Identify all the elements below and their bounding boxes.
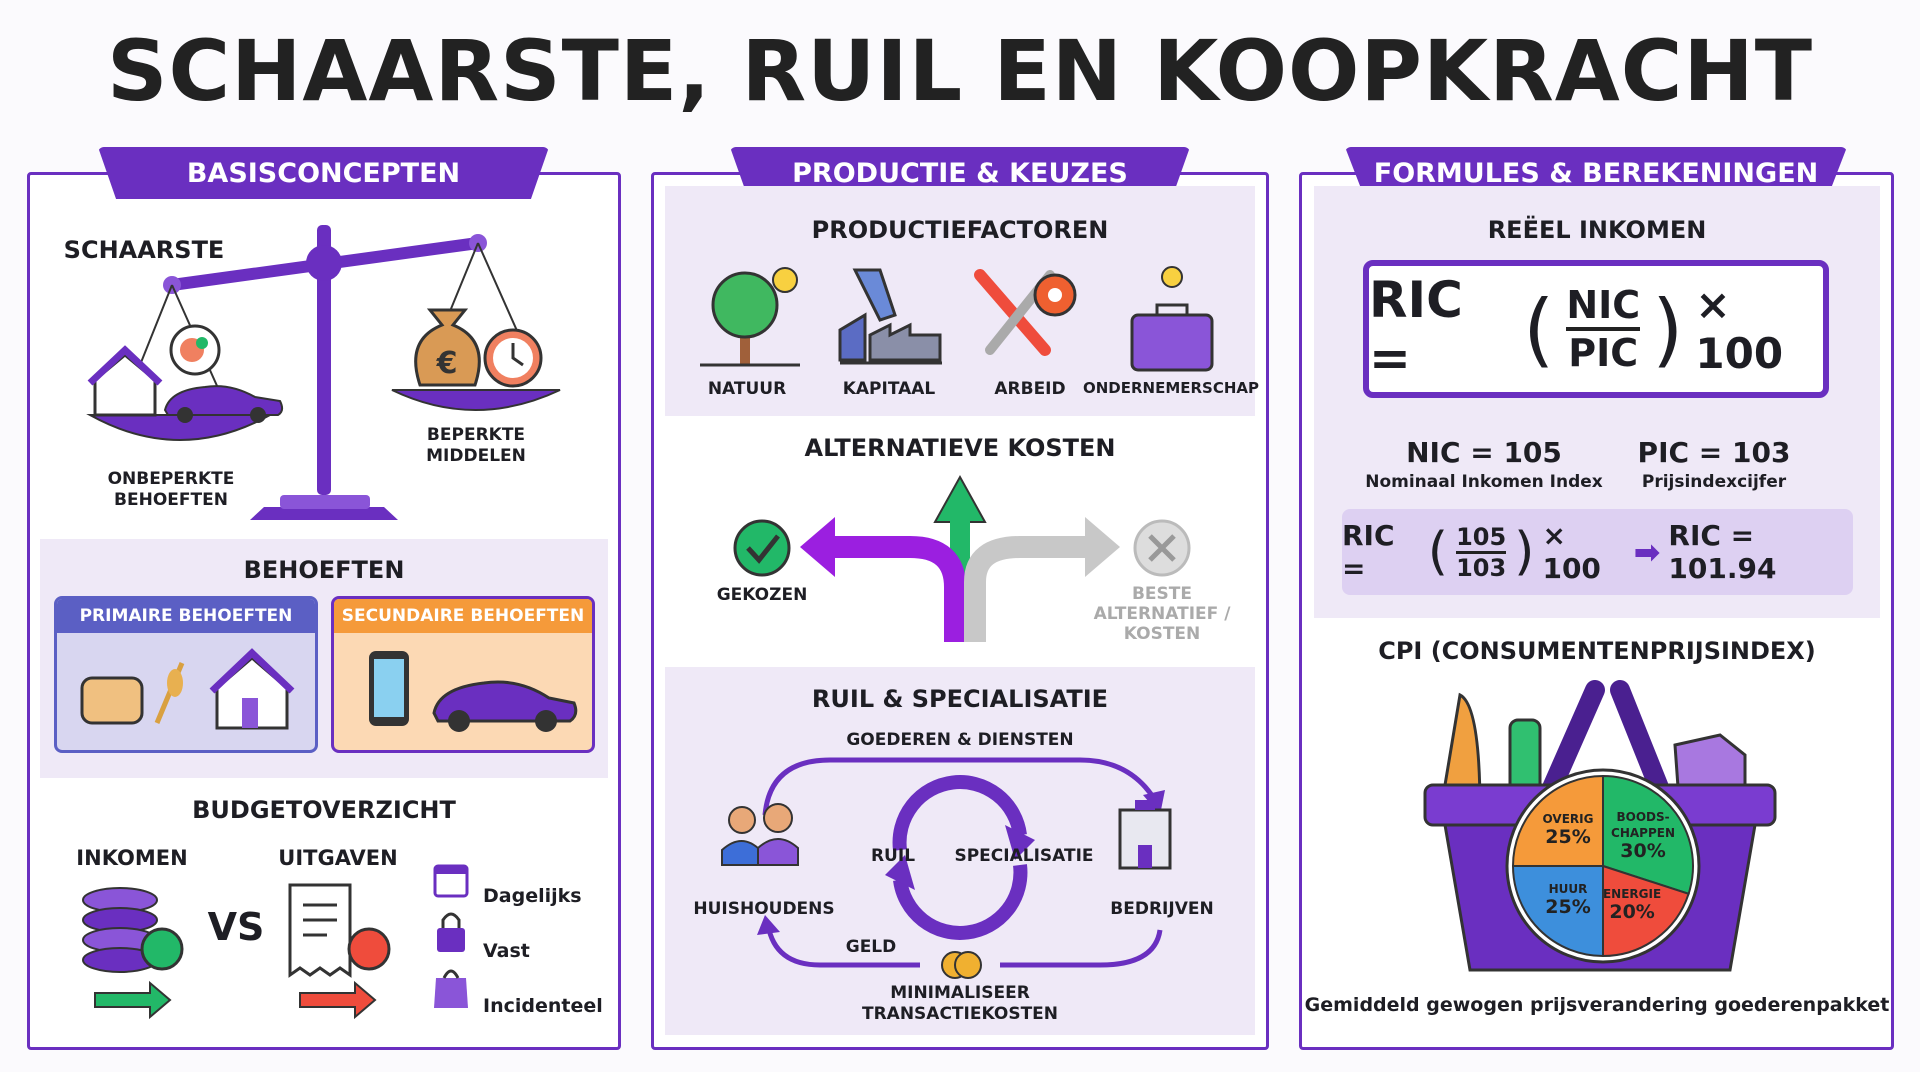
companies-label: BEDRIJVEN: [1110, 899, 1214, 919]
calc-result: RIC = 101.94: [1668, 519, 1777, 585]
pie-slice: [1602, 864, 1690, 958]
pie-slice: [1511, 774, 1604, 867]
briefcase-lightbulb-icon: [1130, 266, 1214, 372]
legend-incidental: Incidenteel: [483, 995, 603, 1017]
pie-slice: [1511, 865, 1604, 958]
red-arrow-icon: [299, 980, 377, 1020]
secondary-needs-card: SECUNDAIRE BEHOEFTEN: [331, 596, 595, 753]
ruil-label: RUIL: [870, 846, 916, 866]
behoeften-title: BEHOEFTEN: [243, 556, 405, 584]
productiefactoren-title: PRODUCTIEFACTOREN: [811, 216, 1109, 244]
lock-icon: [437, 912, 465, 952]
ruil-title: RUIL & SPECIALISATIE: [811, 685, 1109, 713]
pic-description: Prijsindexcijfer: [1641, 472, 1787, 492]
receipt-icon: [288, 883, 391, 978]
reeel-inkomen-title: REËEL INKOMEN: [1487, 216, 1707, 244]
formula-multiplier: × 100: [1695, 280, 1784, 378]
cross-icon: [1133, 519, 1191, 577]
nic-description: Nominaal Inkomen Index: [1365, 472, 1603, 492]
car-icon: [163, 385, 284, 423]
shopping-bag-icon: [434, 969, 468, 1008]
phone-car-icon: [369, 651, 578, 732]
nic-value: NIC = 105: [1406, 436, 1562, 469]
goods-services-label: GOEDEREN & DIENSTEN: [846, 730, 1074, 750]
legend-fixed: Vast: [483, 940, 530, 962]
banner-basisconcepten: BASISCONCEPTEN: [98, 147, 549, 199]
calendar-icon: [433, 864, 469, 898]
budget-legend: Dagelijks Vast Incidenteel: [483, 869, 603, 1034]
budget-icons: [82, 883, 391, 1020]
households-label: HUISHOUDENS: [693, 899, 835, 919]
factor-icons: [700, 266, 1214, 372]
chosen-label: GEKOZEN: [716, 585, 808, 605]
arrow-right-icon: ➡: [1633, 533, 1661, 571]
svg-text:€: €: [436, 346, 458, 381]
factor-natuur: NATUUR: [707, 379, 787, 399]
coin-icon: [941, 951, 982, 979]
budget-title: BUDGETOVERZICHT: [192, 796, 456, 824]
legend-icons: [433, 864, 469, 1008]
factor-arbeid: ARBEID: [994, 379, 1066, 399]
legend-daily: Dagelijks: [483, 885, 582, 907]
cpi-title: CPI (CONSUMENTENPRIJSINDEX): [1378, 637, 1816, 665]
factor-kapitaal: KAPITAAL: [842, 379, 936, 399]
robot-arm-factory-icon: [838, 268, 942, 365]
exchange-cycle-diagram: [721, 757, 1172, 979]
green-arrow-icon: [94, 980, 172, 1020]
check-icon: [733, 519, 791, 577]
primary-needs-header: PRIMAIRE BEHOEFTEN: [57, 599, 315, 633]
formula-lhs: RIC =: [1369, 271, 1463, 387]
pic-value: PIC = 103: [1637, 436, 1791, 469]
wrench-gear-icon: [974, 269, 1077, 356]
alternatieve-kosten-title: ALTERNATIEVE KOSTEN: [804, 434, 1116, 462]
vs-label: VS: [207, 905, 265, 949]
bread-wheat-house-icon: [80, 648, 295, 730]
pie-slice: [1602, 774, 1694, 896]
tree-sun-icon: [700, 267, 800, 367]
primary-needs-card: PRIMAIRE BEHOEFTEN: [54, 596, 318, 753]
coins-icon: [82, 887, 184, 973]
secondary-needs-header: SECUNDAIRE BEHOEFTEN: [334, 599, 592, 633]
income-label: INKOMEN: [76, 846, 188, 870]
page-title: SCHAARSTE, RUIL EN KOOPKRACHT: [106, 22, 1814, 120]
schaarste-label: SCHAARSTE: [63, 236, 225, 264]
decision-arrows-icon: [733, 474, 1191, 642]
specialisatie-label: SPECIALISATIE: [954, 846, 1094, 866]
factor-ondernemerschap: ONDERNEMERSCHAP: [1082, 379, 1260, 397]
plate-icon: [169, 324, 221, 376]
expenses-label: UITGAVEN: [278, 846, 398, 870]
alarm-clock-icon: [483, 328, 543, 388]
office-building-icon: [1118, 800, 1172, 870]
household-icon: [721, 803, 799, 866]
money-bag-icon: €: [414, 308, 481, 387]
house-icon: [87, 345, 163, 417]
money-label: GELD: [845, 937, 897, 957]
balance-scale-icon: €: [86, 225, 561, 520]
cpi-caption: Gemiddeld gewogen prijsverandering goede…: [1304, 994, 1890, 1016]
